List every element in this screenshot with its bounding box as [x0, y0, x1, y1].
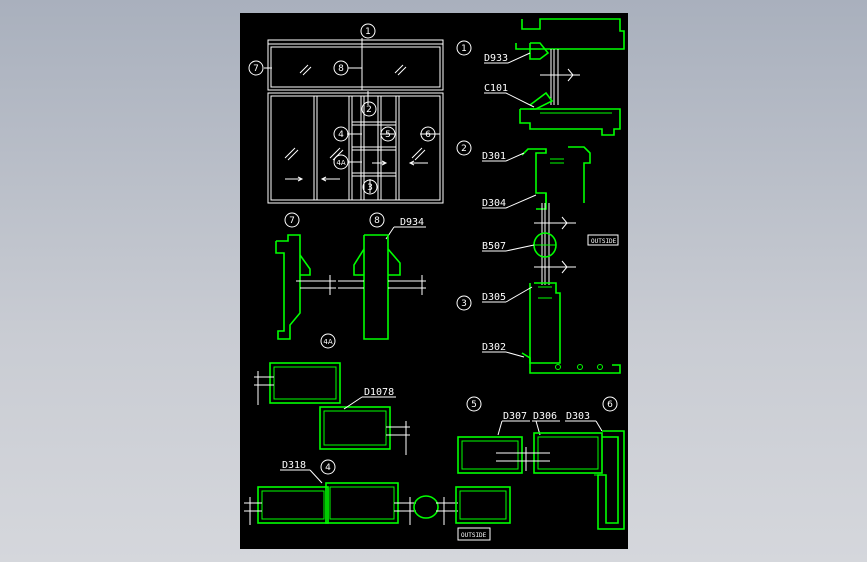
marker-1: 1 — [365, 27, 371, 37]
marker-2: 2 — [366, 105, 372, 115]
detail-4: 4 D318 OUTSIDE — [244, 459, 511, 541]
label-d305: D305 — [482, 292, 506, 303]
label-d933: D933 — [484, 53, 508, 64]
label-d301: D301 — [482, 151, 506, 162]
marker-1-circle — [360, 23, 376, 39]
marker-7: 7 — [253, 64, 259, 74]
elevation-markers: 1 7 8 2 4 5 6 4A 3 — [248, 23, 436, 195]
detail-4a-marker: 4A — [323, 338, 332, 346]
transom-frame — [267, 39, 444, 91]
lower-frame — [267, 92, 444, 204]
detail-4a: 4A D1078 — [254, 333, 410, 455]
section-1-marker: 1 — [461, 44, 467, 54]
cad-drawing: 1 7 8 2 4 5 6 4A 3 — [244, 18, 625, 541]
label-d303: D303 — [566, 411, 590, 422]
details-5-6: 5 6 D307 D306 D303 — [457, 396, 625, 530]
section-2-marker: 2 — [461, 144, 467, 154]
label-d302: D302 — [482, 342, 506, 353]
detail-5-marker: 5 — [471, 400, 477, 410]
detail-7-marker: 7 — [289, 216, 295, 226]
outside-tag-bottom: OUTSIDE — [461, 532, 487, 539]
label-d934: D934 — [400, 217, 424, 228]
marker-6: 6 — [425, 130, 431, 140]
label-b507: B507 — [482, 241, 506, 252]
section-3-marker: 3 — [461, 299, 467, 309]
window-elevation — [264, 38, 444, 204]
marker-4a: 4A — [336, 159, 345, 167]
label-d304: D304 — [482, 198, 506, 209]
label-c101: C101 — [484, 83, 508, 94]
label-d307: D307 — [503, 411, 527, 422]
marker-3: 3 — [367, 183, 373, 193]
detail-4-marker: 4 — [325, 463, 331, 473]
vertical-section: 1 2 3 D933 C101 D301 D304 B507 D305 D302… — [456, 18, 625, 374]
details-7-8: 7 8 D934 — [275, 212, 426, 340]
detail-8-marker: 8 — [374, 216, 380, 226]
marker-8: 8 — [338, 64, 344, 74]
label-d318: D318 — [282, 460, 306, 471]
label-d306: D306 — [533, 411, 557, 422]
label-d1078: D1078 — [364, 387, 394, 398]
outside-tag-right: OUTSIDE — [591, 238, 617, 245]
marker-4: 4 — [338, 130, 344, 140]
detail-6-marker: 6 — [607, 400, 613, 410]
drawing-sheet: 1 7 8 2 4 5 6 4A 3 — [240, 13, 628, 549]
marker-5: 5 — [385, 130, 391, 140]
